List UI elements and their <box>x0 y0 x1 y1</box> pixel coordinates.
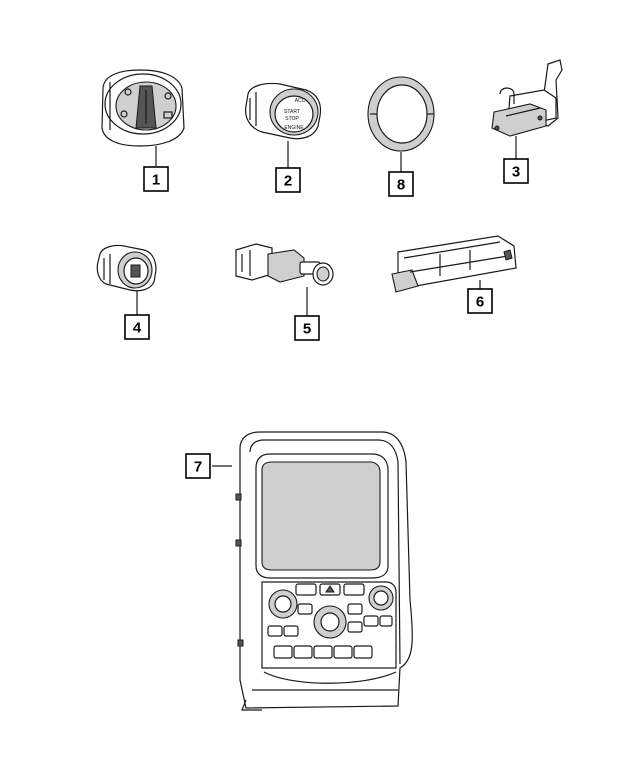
callout-7: 7 <box>185 453 211 479</box>
part-5-plunger-switch <box>235 243 334 316</box>
part-7-center-stack-bezel <box>212 431 413 711</box>
svg-text:3: 3 <box>512 164 520 181</box>
part-2-engine-start-switch: ACC START STOP ENGINE <box>245 82 322 168</box>
svg-text:1: 1 <box>152 172 160 189</box>
svg-text:8: 8 <box>397 177 405 194</box>
part-8-bezel-ring <box>367 76 435 172</box>
svg-text:6: 6 <box>476 294 484 311</box>
part-1-headlamp-switch <box>101 69 185 166</box>
callout-4: 4 <box>124 314 150 340</box>
part-3-module-bracket <box>491 59 563 159</box>
callout-6: 6 <box>467 288 493 314</box>
callout-1: 1 <box>143 166 169 192</box>
callout-2: 2 <box>275 167 301 193</box>
svg-text:START: START <box>284 109 300 115</box>
svg-text:5: 5 <box>303 321 311 338</box>
callout-3: 3 <box>503 158 529 184</box>
svg-text:ENGINE: ENGINE <box>284 125 304 131</box>
part-6-trim-panel <box>391 235 517 293</box>
svg-text:2: 2 <box>284 173 292 190</box>
part-4-push-switch <box>96 244 157 315</box>
svg-text:STOP: STOP <box>285 116 299 122</box>
svg-text:4: 4 <box>133 320 142 337</box>
svg-text:ACC: ACC <box>295 98 306 104</box>
svg-text:7: 7 <box>194 459 202 476</box>
callout-8: 8 <box>388 171 414 197</box>
callout-5: 5 <box>294 315 320 341</box>
